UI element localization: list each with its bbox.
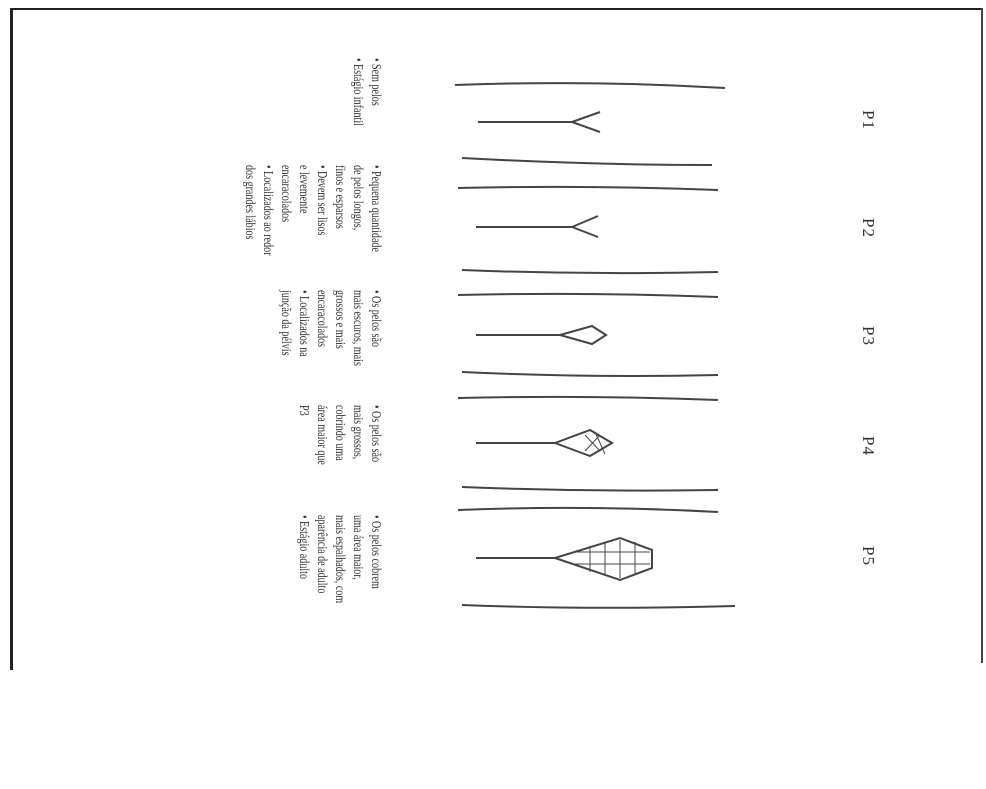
body-line-9: [458, 508, 718, 512]
p5-shape: [476, 538, 652, 580]
stage-label-p4: P4: [858, 436, 878, 456]
desc-line: • Os pelos cobrem: [364, 515, 382, 789]
body-line-7: [458, 397, 718, 400]
p1-shape: [478, 112, 600, 132]
stage-label-p5: P5: [858, 546, 878, 566]
body-line-1: [455, 83, 725, 88]
stage-label-p2: P2: [858, 218, 878, 238]
stage-description-p5: • Os pelos cobrem uma área maior, mais e…: [292, 515, 382, 789]
desc-line: • Estágio adulto: [292, 515, 310, 789]
desc-line: aparência de adulto: [310, 515, 328, 789]
desc-line: junção da pélvis: [274, 290, 292, 564]
body-line-2: [462, 158, 712, 165]
p4-shape: [476, 430, 612, 456]
stage-drawings: [0, 0, 986, 663]
body-line-3: [458, 187, 718, 190]
desc-line: uma área maior,: [346, 515, 364, 789]
stage-label-p3: P3: [858, 326, 878, 346]
desc-line: mais espalhados, com: [328, 515, 346, 789]
body-line-6: [462, 372, 718, 376]
desc-line: • Localizados ao redor: [256, 165, 274, 439]
p2-shape: [476, 216, 598, 237]
p3-shape: [476, 326, 606, 344]
body-line-4: [462, 270, 718, 273]
body-line-5: [458, 294, 718, 297]
desc-line: dos grandes lábios: [238, 165, 256, 439]
body-line-10: [462, 605, 735, 608]
stage-label-p1: P1: [858, 110, 878, 130]
body-line-8: [462, 487, 718, 491]
